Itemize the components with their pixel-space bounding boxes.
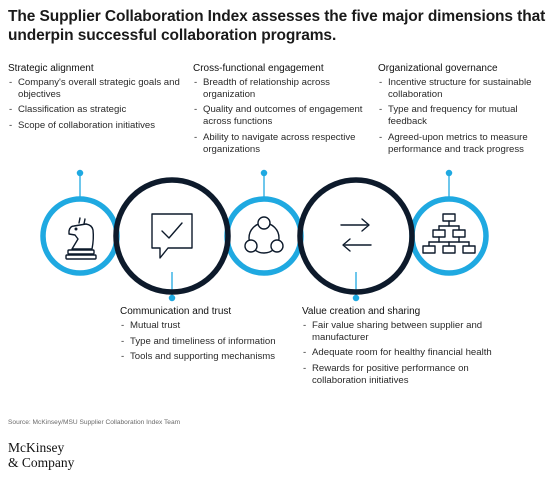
list-item: Ability to navigate across respective or…	[193, 132, 371, 156]
connector-dot	[76, 169, 84, 177]
network-people-icon	[244, 216, 284, 254]
cross-functional-heading: Cross-functional engagement	[193, 63, 324, 74]
list-item: Breadth of relationship across organizat…	[193, 77, 371, 101]
list-item: Fair value sharing between supplier and …	[302, 320, 492, 344]
list-item: Rewards for positive performance on coll…	[302, 363, 492, 387]
ring-strategic	[40, 196, 120, 276]
communication-trust-block: Communication and trust Mutual trust Typ…	[120, 306, 300, 367]
connector-dot	[260, 169, 268, 177]
value-creation-heading: Value creation and sharing	[302, 306, 421, 317]
source-note: Source: McKinsey/MSU Supplier Collaborat…	[8, 419, 181, 426]
value-creation-block: Value creation and sharing Fair value sh…	[302, 306, 492, 391]
ring-value	[297, 177, 415, 295]
list-item: Classification as strategic	[8, 104, 188, 116]
strategic-alignment-block: Strategic alignment Company's overall st…	[8, 63, 188, 136]
chat-check-icon	[151, 213, 193, 259]
logo-line-2: & Company	[8, 455, 75, 470]
strategic-alignment-heading: Strategic alignment	[8, 63, 94, 74]
exchange-arrows-icon	[340, 218, 372, 252]
mckinsey-logo: McKinsey & Company	[8, 440, 74, 470]
list-item: Quality and outcomes of engagement acros…	[193, 104, 371, 128]
list-item: Type and frequency for mutual feedback	[378, 104, 550, 128]
chess-knight-icon	[65, 217, 97, 260]
ring-governance	[409, 196, 489, 276]
page-title: The Supplier Collaboration Index assesse…	[8, 8, 546, 44]
list-item: Scope of collaboration initiatives	[8, 120, 188, 132]
org-chart-icon	[422, 213, 476, 254]
connector-dot	[352, 294, 360, 302]
organizational-governance-heading: Organizational governance	[378, 63, 498, 74]
list-item: Mutual trust	[120, 320, 300, 332]
connectors	[76, 169, 453, 302]
communication-trust-heading: Communication and trust	[120, 306, 232, 317]
list-item: Tools and supporting mechanisms	[120, 351, 300, 363]
list-item: Company's overall strategic goals and ob…	[8, 77, 188, 101]
organizational-governance-block: Organizational governance Incentive stru…	[378, 63, 550, 160]
list-item: Adequate room for healthy financial heal…	[302, 347, 492, 359]
list-item: Agreed-upon metrics to measure performan…	[378, 132, 550, 156]
ring-communication	[113, 177, 231, 295]
list-item: Incentive structure for sustainable coll…	[378, 77, 550, 101]
ring-cross	[224, 196, 304, 276]
cross-functional-block: Cross-functional engagement Breadth of r…	[193, 63, 371, 160]
connector-dot	[168, 294, 176, 302]
list-item: Type and timeliness of information	[120, 336, 300, 348]
logo-line-1: McKinsey	[8, 440, 65, 455]
connector-dot	[445, 169, 453, 177]
